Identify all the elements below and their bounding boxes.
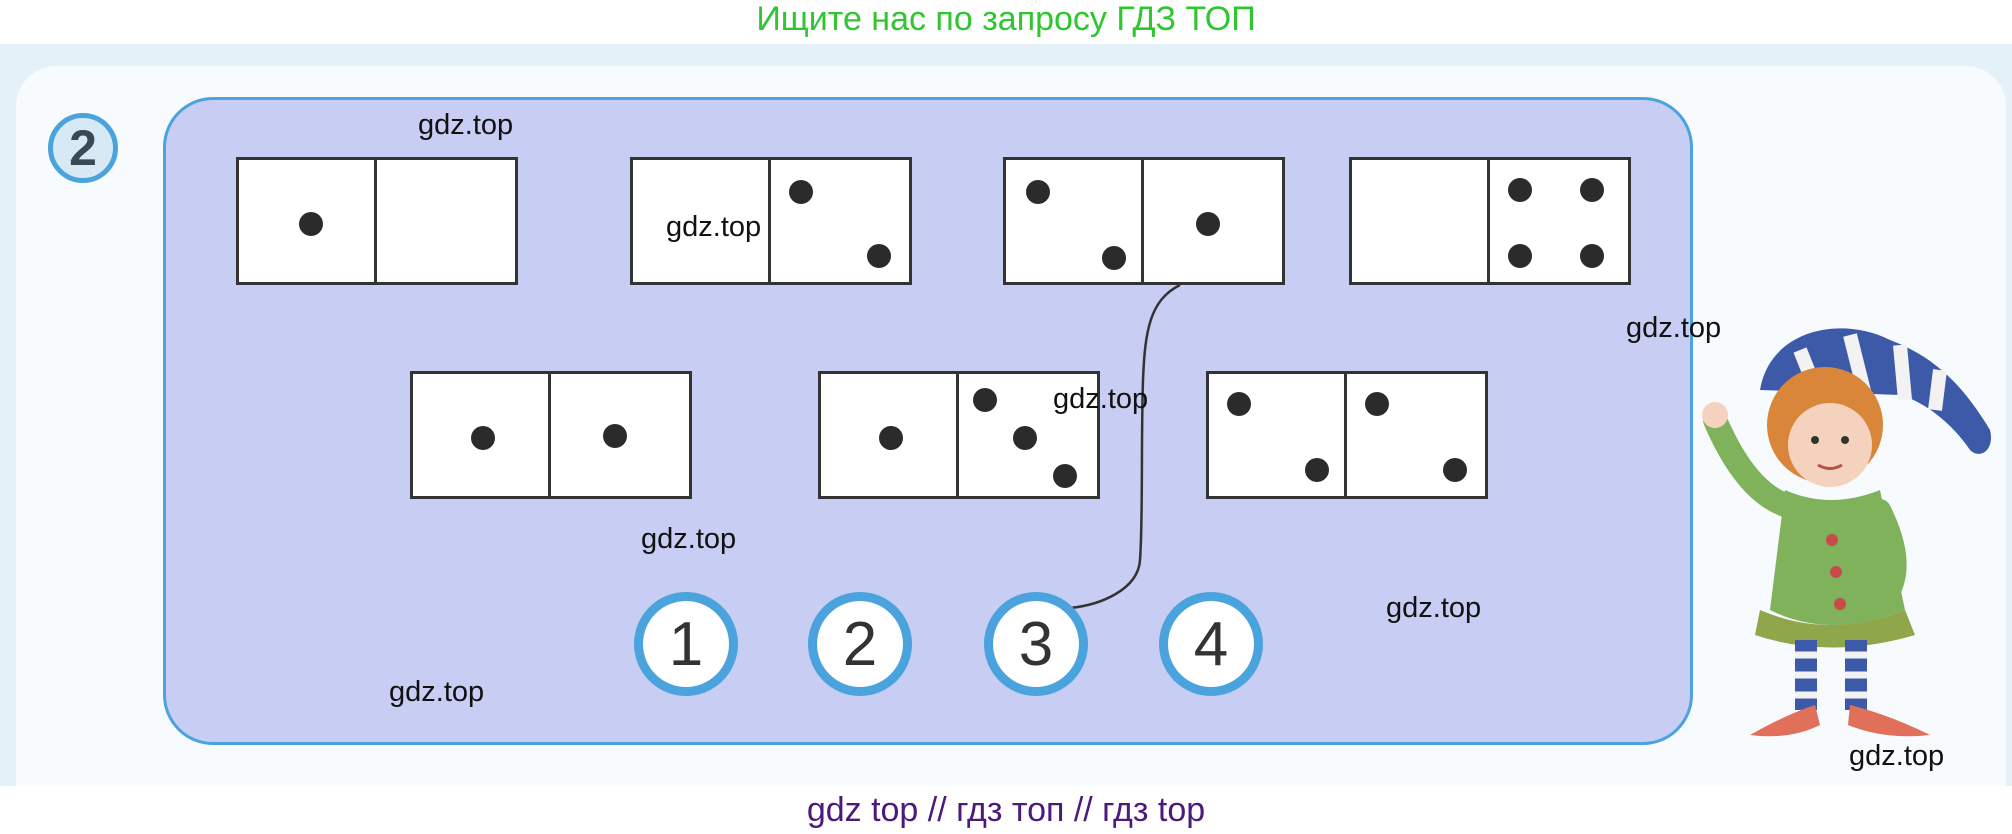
answer-circle-3[interactable]: 3 (984, 592, 1088, 696)
pip (1026, 180, 1050, 204)
watermark: gdz.top (666, 211, 762, 243)
domino-6 (818, 371, 1100, 499)
pip (471, 426, 495, 450)
pip (1508, 178, 1532, 202)
domino-half-left (633, 160, 771, 282)
domino-half-right (959, 374, 1097, 496)
pip (973, 388, 997, 412)
connection-line-path (1069, 283, 1181, 610)
pip (879, 426, 903, 450)
watermark: gdz.top (389, 676, 485, 708)
watermark: gdz.top (641, 523, 737, 555)
pip (867, 244, 891, 268)
pip (1365, 392, 1389, 416)
pip (1443, 458, 1467, 482)
watermark: gdz.top (1386, 592, 1482, 624)
top-banner: Ищите нас по запросу ГДЗ ТОП (756, 0, 1256, 38)
domino-half-right (1347, 374, 1485, 496)
domino-half-left (1006, 160, 1144, 282)
pip (1102, 246, 1126, 270)
pip (603, 424, 627, 448)
domino-half-left (821, 374, 959, 496)
domino-1 (236, 157, 518, 285)
pip (1053, 464, 1077, 488)
domino-half-left (1209, 374, 1347, 496)
pip (1580, 244, 1604, 268)
domino-half-right (1144, 160, 1282, 282)
domino-half-right (551, 374, 689, 496)
pip (1508, 244, 1532, 268)
domino-half-left (1352, 160, 1490, 282)
pip (1305, 458, 1329, 482)
watermark: gdz.top (1053, 383, 1149, 415)
pip (1580, 178, 1604, 202)
gnome-illustration (1702, 328, 1991, 737)
domino-half-left (239, 160, 377, 282)
pip (789, 180, 813, 204)
pip (299, 212, 323, 236)
domino-2 (630, 157, 912, 285)
domino-4 (1349, 157, 1631, 285)
domino-half-left (413, 374, 551, 496)
watermark: gdz.top (418, 109, 514, 141)
bottom-watermark-bar: gdz top // гдз топ // гдз top (806, 791, 1206, 829)
answer-circle-1[interactable]: 1 (634, 592, 738, 696)
domino-half-right (1490, 160, 1628, 282)
pip (1227, 392, 1251, 416)
pip (1013, 426, 1037, 450)
watermark: gdz.top (1626, 312, 1722, 344)
answer-circle-4[interactable]: 4 (1159, 592, 1263, 696)
domino-5 (410, 371, 692, 499)
domino-half-right (771, 160, 909, 282)
pip (1196, 212, 1220, 236)
watermark: gdz.top (1849, 740, 1945, 772)
domino-7 (1206, 371, 1488, 499)
task-number-badge: 2 (48, 113, 118, 183)
domino-3 (1003, 157, 1285, 285)
answer-circle-2[interactable]: 2 (808, 592, 912, 696)
